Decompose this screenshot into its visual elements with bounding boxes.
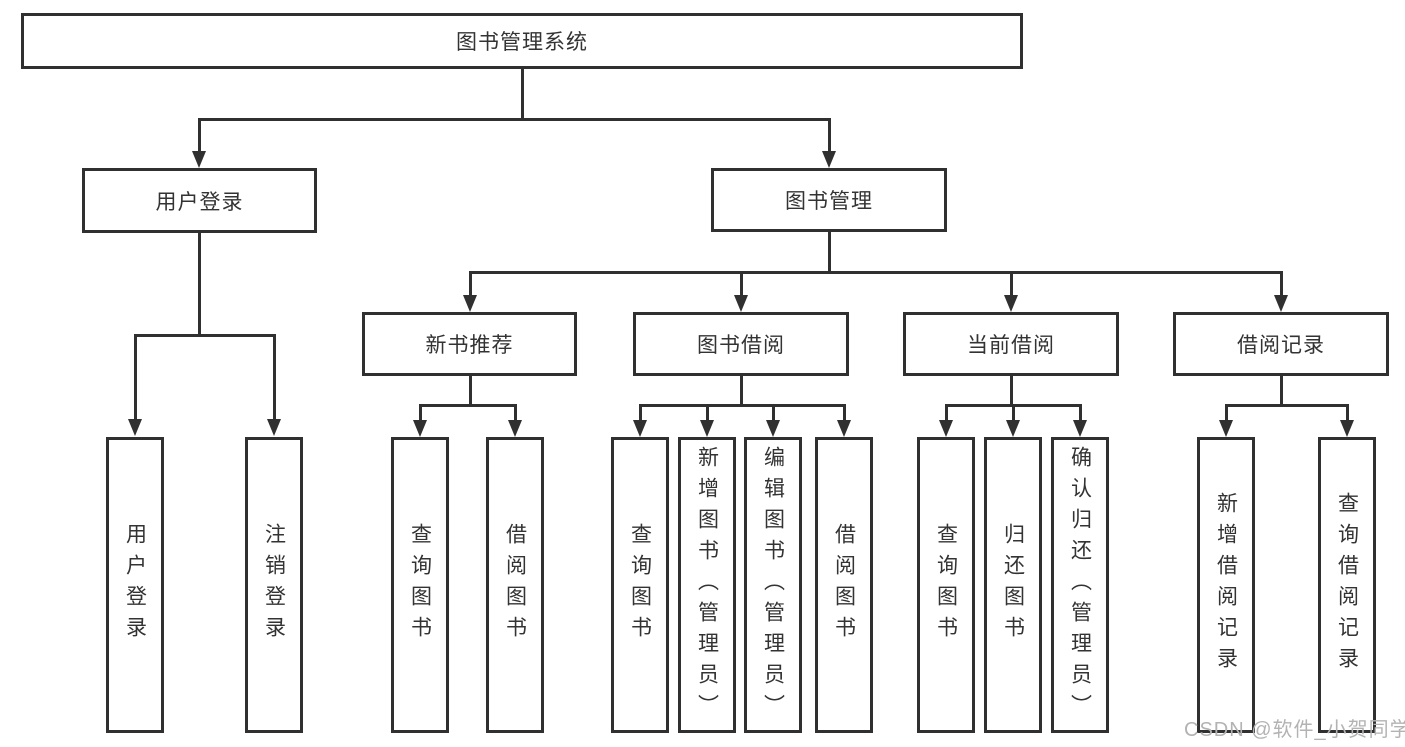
node-user-login-branch: 用户登录 [82,168,317,233]
connector-line [469,271,1283,274]
node-label: 归还图书 [1001,523,1025,647]
connector-line [1010,376,1013,407]
connector-line [198,118,201,152]
connector-line [828,118,831,152]
connector-line [134,334,137,420]
connector-line [514,404,517,421]
node-leaf-query-borrow-record: 查询借阅记录 [1318,437,1376,733]
connector-line [639,404,642,421]
arrow-down-icon [822,151,836,168]
connector-line [1346,404,1349,421]
arrow-down-icon [267,419,281,436]
arrow-down-icon [1073,420,1087,437]
node-label: 新增图书（管理员） [695,445,719,725]
node-leaf-borrow-books-2: 借阅图书 [815,437,873,733]
connector-line [1079,404,1082,421]
node-label: 用户登录 [123,523,147,647]
connector-line [706,404,709,421]
node-new-book-recommend: 新书推荐 [362,312,577,376]
arrow-down-icon [700,420,714,437]
arrow-down-icon [192,151,206,168]
arrow-down-icon [766,420,780,437]
connector-line [740,376,743,407]
node-current-borrowing: 当前借阅 [903,312,1119,376]
arrow-down-icon [413,420,427,437]
node-label: 确认归还（管理员） [1068,445,1092,725]
connector-line [1012,404,1015,421]
connector-line [843,404,846,421]
node-leaf-confirm-return-admin: 确认归还（管理员） [1051,437,1109,733]
connector-line [639,404,846,407]
arrow-down-icon [633,420,647,437]
connector-line [469,376,472,407]
node-label: 新书推荐 [425,334,514,357]
connector-line [828,232,831,274]
connector-line [469,271,472,297]
node-label: 注销登录 [262,523,286,647]
node-label: 查询借阅记录 [1335,492,1359,678]
connector-line [198,233,201,337]
connector-line [198,118,831,121]
arrow-down-icon [508,420,522,437]
node-book-management-system: 图书管理系统 [21,13,1023,69]
node-book-management-branch: 图书管理 [711,168,947,232]
arrow-down-icon [1340,420,1354,437]
node-label: 借阅图书 [832,523,856,647]
connector-line [1225,404,1349,407]
csdn-watermark: CSDN @软件_小贺同学 [1184,719,1405,741]
node-label: 借阅图书 [503,523,527,647]
node-leaf-logout: 注销登录 [245,437,303,733]
arrow-down-icon [1004,295,1018,312]
node-label: 编辑图书（管理员） [761,445,785,725]
node-leaf-query-books-2: 查询图书 [611,437,669,733]
connector-line [419,404,517,407]
arrow-down-icon [837,420,851,437]
connector-line [273,334,276,420]
connector-line [945,404,948,421]
node-leaf-return-books: 归还图书 [984,437,1042,733]
node-label: 查询图书 [628,523,652,647]
connector-line [1280,376,1283,407]
node-leaf-borrow-books-1: 借阅图书 [486,437,544,733]
node-label: 新增借阅记录 [1214,492,1238,678]
node-borrowing-records: 借阅记录 [1173,312,1389,376]
arrow-down-icon [734,295,748,312]
arrow-down-icon [1274,295,1288,312]
connector-line [134,334,276,337]
arrow-down-icon [1006,420,1020,437]
node-leaf-edit-books-admin: 编辑图书（管理员） [744,437,802,733]
connector-line [1010,271,1013,297]
node-label: 查询图书 [408,523,432,647]
connector-line [419,404,422,421]
node-leaf-add-books-admin: 新增图书（管理员） [678,437,736,733]
arrow-down-icon [128,419,142,436]
arrow-down-icon [939,420,953,437]
connector-line [772,404,775,421]
arrow-down-icon [1219,420,1233,437]
node-label: 图书管理 [785,190,873,213]
node-leaf-query-books-3: 查询图书 [917,437,975,733]
node-label: 图书管理系统 [456,31,588,54]
node-label: 当前借阅 [967,334,1055,357]
node-leaf-add-borrow-record: 新增借阅记录 [1197,437,1255,733]
node-leaf-query-books-1: 查询图书 [391,437,449,733]
arrow-down-icon [463,295,477,312]
node-book-borrowing: 图书借阅 [633,312,849,376]
node-label: 用户登录 [155,190,244,214]
node-leaf-user-login: 用户登录 [106,437,164,733]
connector-line [1280,271,1283,297]
node-label: 查询图书 [934,523,958,647]
node-label: 借阅记录 [1237,334,1325,357]
node-label: 图书借阅 [697,334,785,357]
connector-line [740,271,743,297]
connector-line [521,69,524,121]
connector-line [1225,404,1228,421]
